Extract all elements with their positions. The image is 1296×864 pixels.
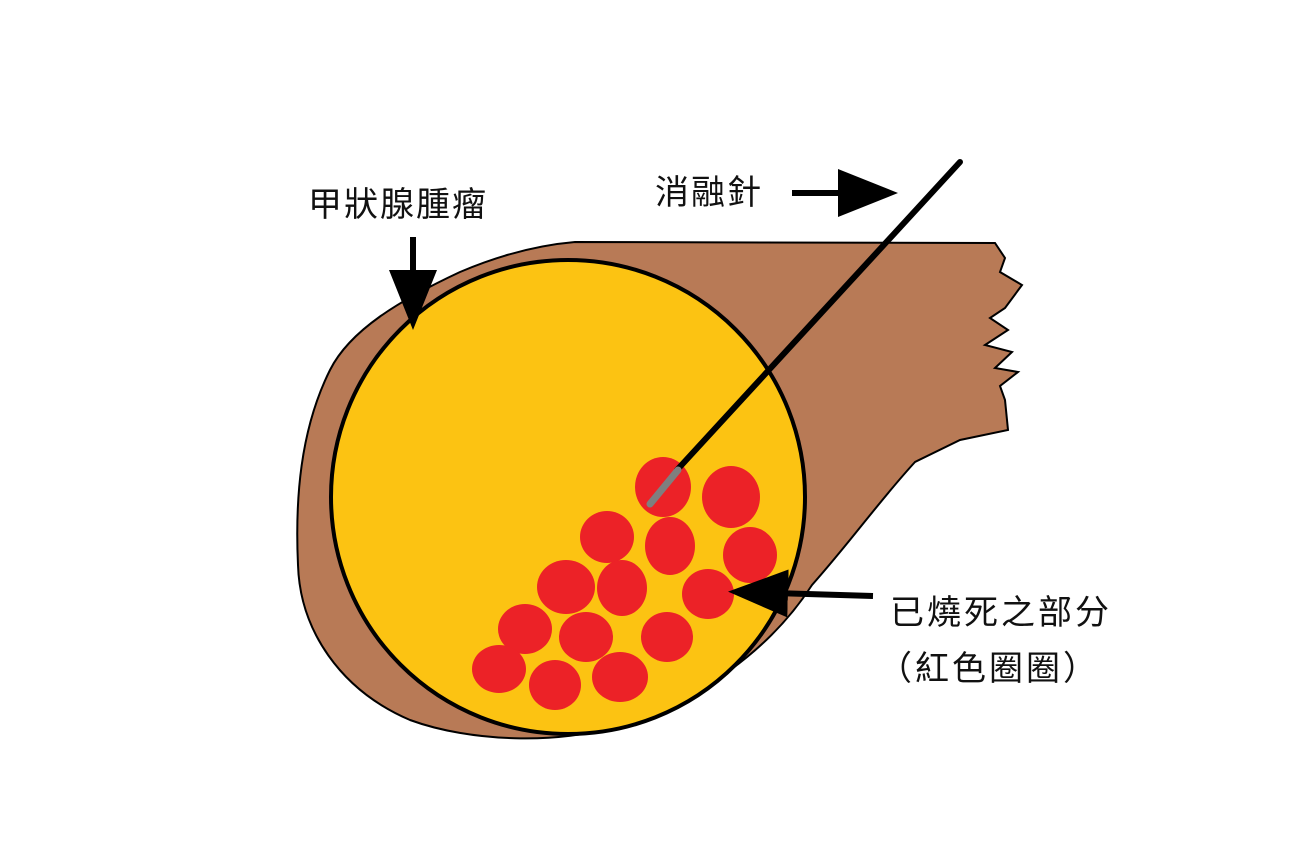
- ablated-zone-label: 已燒死之部分: [890, 593, 1112, 633]
- ablated-zone-circle: [682, 569, 734, 619]
- ablated-zone-circle: [645, 517, 695, 575]
- ablated-zone-circle: [537, 560, 595, 614]
- ablated-zone-circle: [702, 466, 760, 528]
- ablated-zone-circle: [592, 652, 648, 702]
- ablated-zone-circle: [641, 612, 693, 662]
- ablated-zone-circle: [580, 511, 634, 563]
- ablated-arrow: [728, 569, 874, 618]
- ablated-zone-circle: [472, 645, 526, 693]
- ablation-needle-shaft: [674, 159, 963, 473]
- ablated-zone-note: （紅色圈圈）: [878, 649, 1100, 689]
- ablation-needle-tip: [646, 466, 682, 508]
- ablated-zone-circle: [723, 527, 777, 583]
- ablated-zone-circle: [498, 604, 552, 654]
- tumor-nodule: [329, 258, 807, 736]
- ablated-zone-circle: [559, 612, 613, 662]
- ablated-zone-circle: [529, 660, 581, 710]
- needle-label: 消融針: [655, 173, 763, 213]
- ablated-zones: [472, 457, 777, 710]
- tumor-label: 甲狀腺腫瘤: [308, 185, 488, 225]
- ablated-zone-circle: [597, 560, 647, 616]
